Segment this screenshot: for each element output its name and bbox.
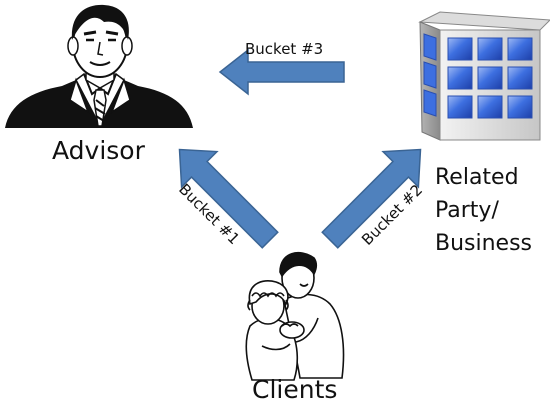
related-party-label: Related Party/ Business bbox=[435, 161, 532, 260]
clients-label: Clients bbox=[252, 375, 338, 404]
bucket-1-arrow bbox=[178, 148, 279, 249]
bucket-3-label: Bucket #3 bbox=[245, 40, 323, 58]
advisor-portrait-icon bbox=[5, 4, 193, 128]
bucket-3-arrow bbox=[218, 48, 345, 96]
related-party-label-line-1: Related bbox=[435, 165, 519, 190]
couple-illustration-icon bbox=[245, 251, 345, 381]
related-party-label-line-3: Business bbox=[435, 231, 533, 256]
bucket-2-arrow bbox=[321, 148, 422, 249]
related-party-label-line-2: Party/ bbox=[435, 198, 499, 223]
advisor-label: Advisor bbox=[52, 136, 145, 165]
office-building-icon bbox=[418, 11, 550, 141]
